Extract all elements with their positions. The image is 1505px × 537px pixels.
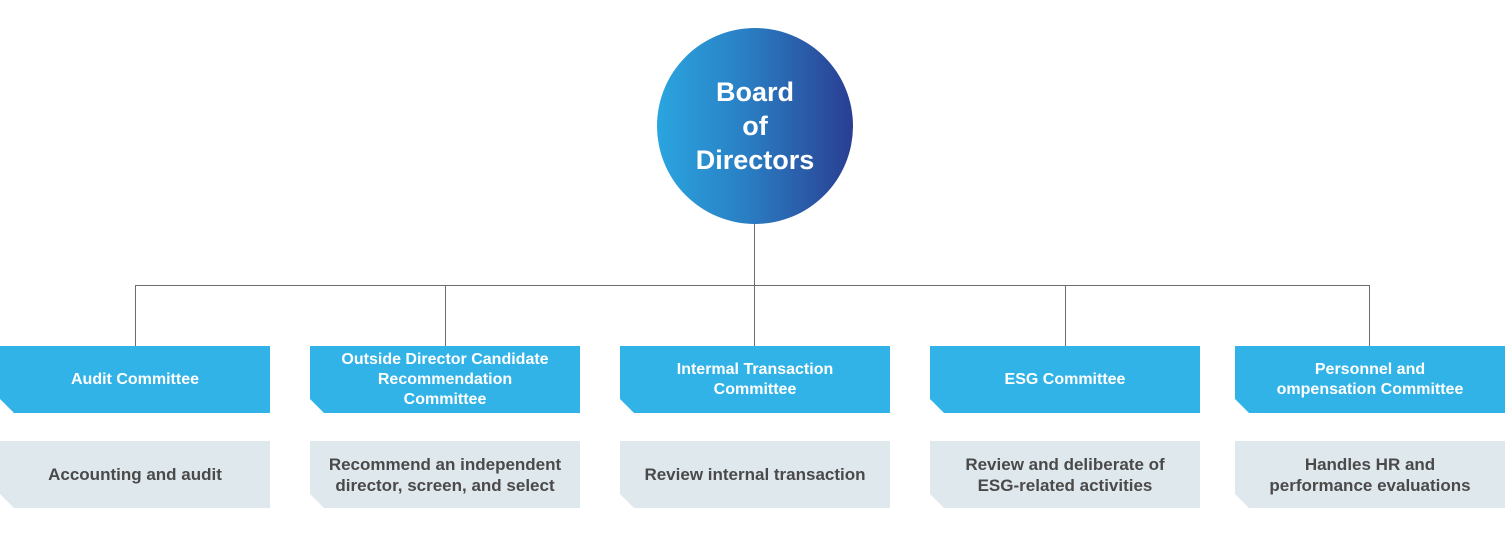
duty-internal-transaction: Review internal transaction (620, 441, 890, 508)
connector-trunk (754, 224, 755, 286)
committee-audit: Audit Committee (0, 346, 270, 413)
duty-personnel-compensation: Handles HR and performance evaluations (1235, 441, 1505, 508)
duty-esg: Review and deliberate of ESG-related act… (930, 441, 1200, 508)
duty-audit: Accounting and audit (0, 441, 270, 508)
connector-branch-esg (1065, 285, 1066, 346)
committee-esg: ESG Committee (930, 346, 1200, 413)
connector-branch-personnel (1369, 285, 1370, 346)
connector-branch-internal-transaction (754, 285, 755, 346)
board-title: Board of Directors (695, 77, 815, 175)
connector-branch-audit (135, 285, 136, 346)
committee-label: Intermal Transaction Committee (676, 360, 834, 398)
board-of-directors-node: Board of Directors (657, 28, 853, 224)
committee-label: ESG Committee (1004, 370, 1126, 388)
committee-label: Outside Director Candidate Recommendatio… (341, 350, 549, 408)
committee-internal-transaction: Intermal Transaction Committee (620, 346, 890, 413)
duty-label: Accounting and audit (48, 465, 222, 484)
duty-outside-director-candidate: Recommend an independent director, scree… (310, 441, 580, 508)
duty-label: Review internal transaction (644, 465, 866, 484)
connector-branch-outside-director (445, 285, 446, 346)
duty-label: Review and deliberate of ESG-related act… (965, 454, 1165, 495)
committee-outside-director-candidate: Outside Director Candidate Recommendatio… (310, 346, 580, 413)
committee-label: Personnel and ompensation Committee (1276, 360, 1464, 398)
committee-personnel-compensation: Personnel and ompensation Committee (1235, 346, 1505, 413)
committee-label: Audit Committee (71, 370, 199, 388)
duty-label: Handles HR and performance evaluations (1269, 454, 1471, 495)
connector-horizontal (135, 285, 1370, 286)
duty-label: Recommend an independent director, scree… (328, 454, 562, 495)
